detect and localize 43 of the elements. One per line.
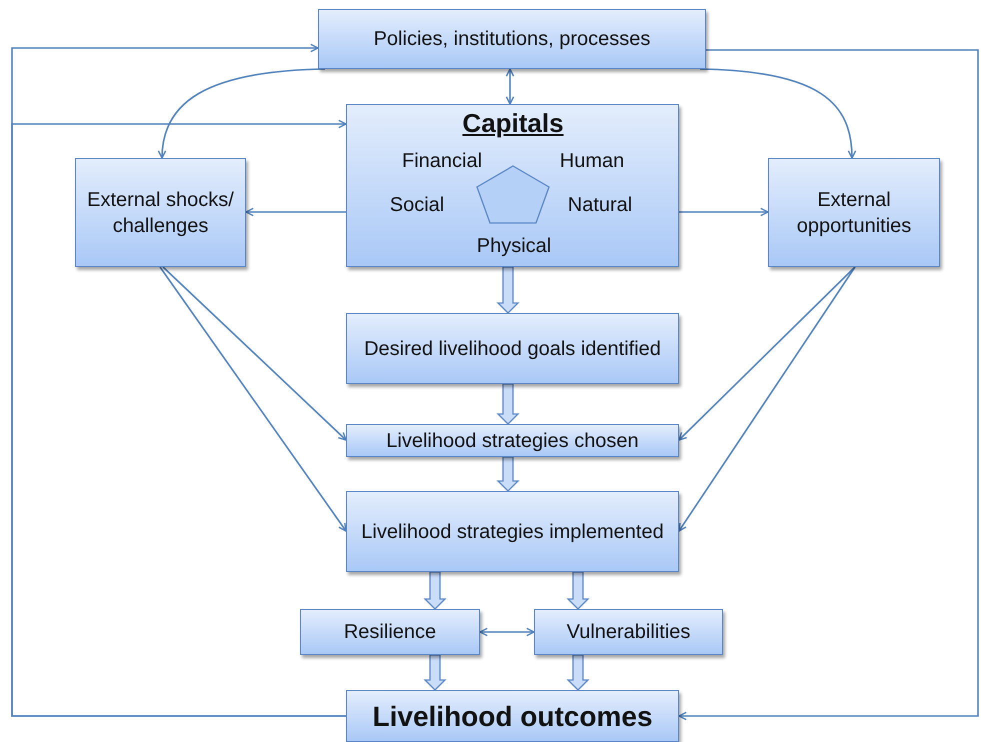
process-box — [346, 424, 679, 457]
box-label: Policies, institutions, processes — [374, 27, 650, 52]
box-label: Livelihood strategies chosen — [386, 428, 639, 454]
block-arrow — [496, 266, 520, 314]
process-box — [75, 158, 246, 267]
box-label: External shocks/ challenges — [86, 188, 235, 238]
box-label: External opportunities — [796, 188, 912, 238]
process-box — [346, 491, 679, 572]
block-arrow — [423, 654, 447, 691]
block-arrow — [566, 571, 590, 610]
arrow — [678, 266, 856, 532]
block-arrow — [496, 383, 520, 425]
process-box — [534, 609, 723, 655]
arrow — [479, 628, 535, 636]
capital-label: Human — [560, 151, 624, 171]
box-label: Resilience — [344, 620, 436, 645]
capital-label: Physical — [476, 236, 552, 256]
process-box — [300, 609, 480, 655]
process-box — [318, 9, 706, 69]
box-label: Livelihood strategies implemented — [361, 520, 664, 544]
process-box — [346, 313, 679, 384]
capital-label: Social — [390, 195, 444, 215]
curved-arrow — [158, 68, 326, 159]
process-box — [768, 158, 940, 267]
arrow — [159, 266, 347, 532]
process-box — [346, 690, 679, 742]
arrow — [245, 208, 346, 216]
box-label: Desired livelihood goals identified — [364, 336, 661, 362]
curved-arrow — [700, 68, 856, 159]
block-arrow — [496, 456, 520, 492]
arrow — [678, 266, 856, 441]
arrow — [679, 208, 769, 216]
box-label: Vulnerabilities — [566, 620, 690, 645]
capitals-box — [346, 104, 679, 267]
arrow — [678, 49, 979, 720]
arrow — [162, 266, 347, 441]
arrow — [506, 68, 514, 105]
block-arrow — [566, 654, 590, 691]
capital-label: Financial — [402, 151, 482, 171]
capital-label: Natural — [568, 195, 632, 215]
block-arrow — [423, 571, 447, 610]
box-label: Livelihood outcomes — [372, 700, 653, 734]
heading: Capitals — [462, 110, 564, 136]
